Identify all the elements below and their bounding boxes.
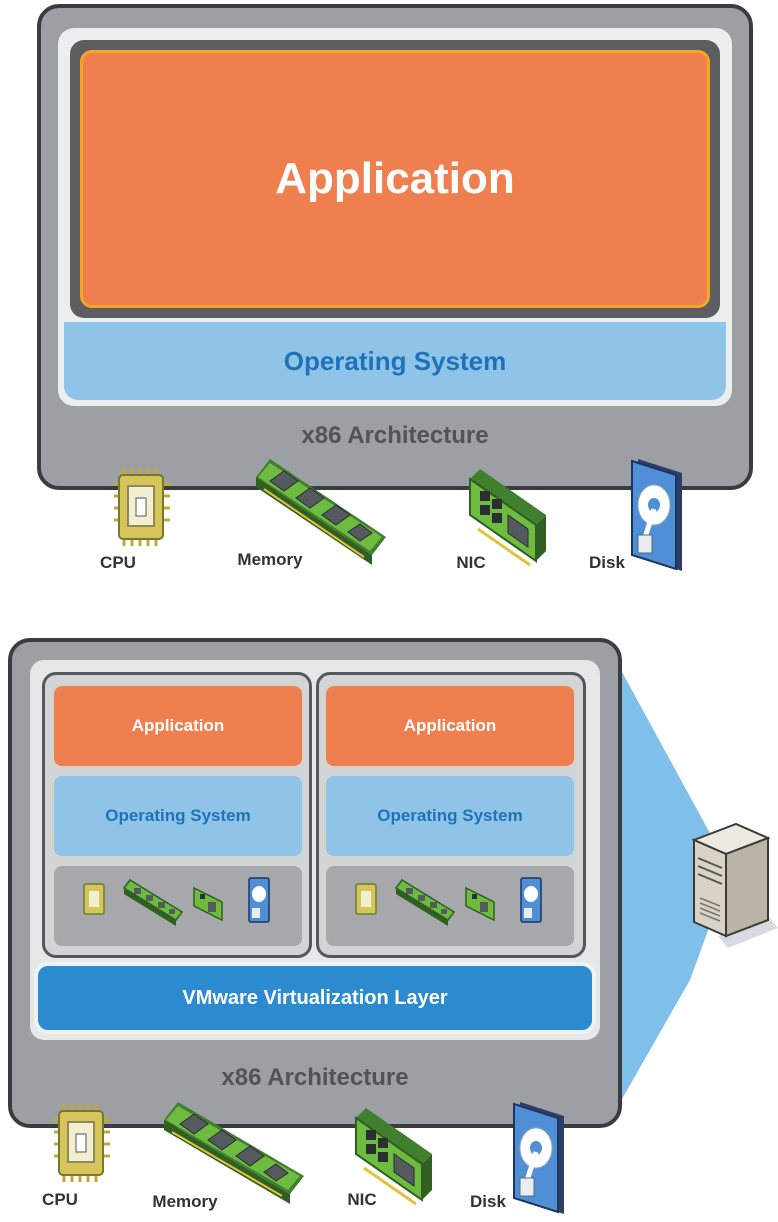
bottom-cpu-label: CPU (42, 1190, 78, 1209)
bottom-nic-label: NIC (347, 1190, 377, 1209)
top-arch-label: x86 Architecture (301, 422, 489, 449)
cpu-icon (355, 883, 377, 915)
disk-icon (248, 877, 270, 923)
bottom-disk-icon (513, 1102, 564, 1214)
bottom-memory-icon (164, 1102, 304, 1204)
top-operating-system-box: Operating System (64, 322, 726, 400)
vmware-virtualization-layer: VMware Virtualization Layer (34, 962, 596, 1034)
memory-icon (122, 879, 184, 926)
nic-icon (465, 886, 495, 922)
vm-right-os-box: Operating System (326, 776, 574, 856)
vm-right-hardware-icons (355, 877, 542, 926)
vm-left-hardware-icons (83, 877, 270, 926)
top-disk-label: Disk (589, 553, 625, 572)
top-application-box: Application (80, 50, 710, 308)
top-cpu-label: CPU (100, 553, 136, 572)
server-tower-icon (691, 822, 778, 948)
top-operating-system-label: Operating System (283, 345, 507, 376)
vm-left-os-box: Operating System (54, 776, 302, 856)
vm-left-virtual-hardware (54, 866, 302, 946)
virtualization-layer-label: VMware Virtualization Layer (182, 986, 448, 1009)
memory-icon (394, 879, 456, 926)
bottom-nic-icon (355, 1108, 432, 1206)
top-nic-label: NIC (456, 553, 486, 572)
bottom-memory-label: Memory (152, 1192, 218, 1211)
vm-right-application-box: Application (326, 686, 574, 766)
top-memory-icon (256, 459, 386, 565)
top-cpu-icon (114, 468, 170, 546)
disk-icon (520, 877, 542, 923)
top-application-label: Application (275, 154, 515, 203)
top-nic-icon (469, 469, 546, 567)
cpu-icon (83, 883, 105, 915)
projection-beam (610, 650, 730, 1120)
vm-left-os-label: Operating System (105, 806, 251, 825)
top-disk-icon (631, 459, 682, 571)
vm-left-application-label: Application (131, 716, 225, 735)
top-memory-label: Memory (237, 550, 303, 569)
bottom-arch-label: x86 Architecture (221, 1064, 409, 1091)
bottom-disk-label: Disk (470, 1192, 506, 1211)
vm-right-os-label: Operating System (377, 806, 523, 825)
bottom-cpu-icon (54, 1104, 110, 1182)
vm-left-application-box: Application (54, 686, 302, 766)
vm-right-application-label: Application (403, 716, 497, 735)
nic-icon (193, 886, 223, 922)
vm-right-virtual-hardware (326, 866, 574, 946)
